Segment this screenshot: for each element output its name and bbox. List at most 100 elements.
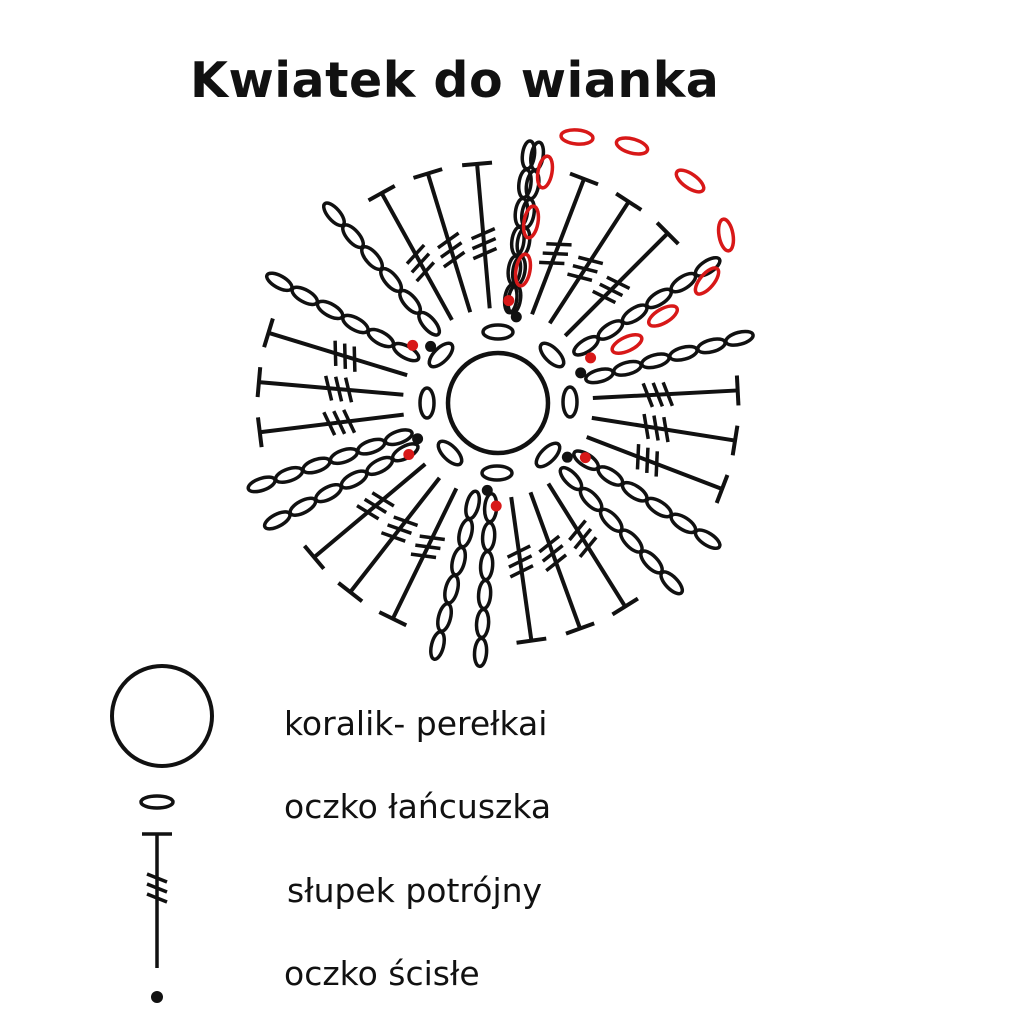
- chain-oval-icon: [480, 520, 497, 553]
- chain-oval-icon: [612, 359, 643, 377]
- treble-stitch-hash: [545, 553, 568, 572]
- slip-stitch-dot-icon: [561, 451, 573, 463]
- treble-stitch-hash: [393, 515, 419, 528]
- treble-stitch-hash: [333, 340, 338, 366]
- red-chain-oval-icon: [716, 217, 736, 253]
- chain-oval-icon: [341, 313, 370, 335]
- treble-stitch-hash: [356, 504, 380, 521]
- treble-stitch-stem: [390, 487, 459, 620]
- chain-oval-icon: [693, 255, 722, 278]
- treble-stitch-top-bar: [337, 581, 364, 603]
- treble-stitch-hash: [324, 375, 334, 401]
- diagram-title: Kwiatek do wianka: [190, 52, 720, 109]
- treble-stitch-stem: [509, 496, 534, 641]
- chain-oval-icon: [457, 517, 475, 549]
- treble-stitch-hash: [635, 444, 641, 470]
- chain-oval-icon: [443, 573, 461, 605]
- legend-treble-hash: [146, 882, 168, 894]
- chain-oval-icon: [366, 327, 396, 349]
- chain-oval-icon: [246, 475, 277, 494]
- chain-oval-icon: [262, 510, 292, 531]
- treble-stitch-top-bar: [412, 167, 443, 180]
- ring-chain-oval-icon: [561, 385, 579, 419]
- treble-stitch-stem: [585, 435, 723, 491]
- treble-stitch-top-bar: [302, 544, 326, 571]
- treble-stitch-hash: [577, 255, 604, 266]
- treble-stitch-hash: [436, 231, 460, 250]
- treble-stitch-top-bar: [734, 375, 741, 406]
- chain-oval-icon: [693, 528, 722, 551]
- chain-oval-icon: [265, 271, 294, 293]
- chain-oval-icon: [724, 329, 755, 347]
- red-slip-stitch-dot-icon: [407, 339, 419, 351]
- ring-chain-oval-icon: [534, 441, 562, 469]
- legend-chain-icon: [139, 794, 175, 810]
- treble-stitch-hash: [645, 447, 650, 474]
- treble-stitch-hash: [380, 531, 406, 543]
- chain-oval-icon: [464, 489, 482, 521]
- chain-oval-icon: [321, 201, 346, 228]
- chain-oval-icon: [356, 437, 387, 456]
- treble-stitch-hash: [599, 282, 624, 298]
- treble-stitch-hash: [568, 519, 587, 542]
- chain-oval-icon: [668, 344, 699, 362]
- slip-stitch-dot-icon: [510, 311, 522, 323]
- legend-treble-hash: [146, 872, 168, 884]
- treble-stitch-hash: [363, 497, 388, 514]
- legend-bead-icon: [110, 664, 214, 768]
- treble-stitch-stem: [546, 482, 627, 608]
- slip-stitch-dot-icon: [481, 484, 493, 496]
- treble-stitch-hash: [322, 411, 337, 436]
- chain-oval-icon: [288, 496, 318, 517]
- treble-stitch-hash: [641, 382, 655, 408]
- treble-stitch-top-bar: [565, 621, 595, 636]
- red-chain-oval-icon: [674, 168, 706, 194]
- chain-oval-icon: [474, 607, 491, 640]
- red-chain-oval-icon: [513, 252, 533, 288]
- treble-stitch-top-bar: [378, 610, 408, 628]
- chain-oval-icon: [659, 570, 685, 596]
- ring-chain-oval-icon: [538, 341, 566, 369]
- chain-oval-icon: [314, 482, 343, 504]
- red-chain-oval-icon: [610, 332, 644, 356]
- treble-stitch-hash: [542, 251, 569, 256]
- treble-stitch-stem: [475, 163, 492, 309]
- treble-stitch-top-bar: [611, 596, 639, 617]
- treble-stitch-hash: [415, 543, 441, 551]
- treble-stitch-hash: [332, 410, 347, 435]
- treble-stitch-hash: [654, 451, 660, 477]
- treble-stitch-hash: [352, 346, 357, 372]
- treble-stitch-stem: [548, 200, 631, 325]
- treble-stitch-hash: [371, 491, 395, 508]
- treble-stitch-stem: [592, 388, 738, 401]
- chain-oval-icon: [315, 299, 345, 321]
- red-chain-oval-icon: [693, 266, 721, 296]
- treble-stitch-top-bar: [262, 317, 275, 348]
- legend-treble-hash: [146, 892, 168, 904]
- treble-stitch-hash: [572, 263, 598, 274]
- legend-label-slip-stitch: oczko ścisłe: [284, 954, 480, 993]
- red-chain-oval-icon: [559, 128, 595, 146]
- treble-stitch-stem: [267, 330, 408, 378]
- treble-stitch-hash: [472, 246, 498, 261]
- treble-stitch-hash: [578, 536, 598, 559]
- treble-stitch-hash: [567, 272, 593, 283]
- treble-stitch-hash: [342, 343, 348, 369]
- treble-stitch-top-bar: [569, 171, 599, 187]
- treble-stitch-hash: [386, 523, 412, 535]
- red-chain-oval-icon: [614, 136, 650, 156]
- treble-stitch-top-bar: [367, 184, 396, 203]
- ring-chain-oval-icon: [436, 439, 464, 467]
- treble-stitch-hash: [539, 260, 565, 266]
- legend-label-bead: koralik- perełkai: [284, 704, 548, 743]
- ring-chain-oval-icon: [480, 464, 514, 482]
- chain-oval-icon: [301, 456, 332, 475]
- treble-stitch-hash: [333, 376, 344, 402]
- red-slip-stitch-dot-icon: [579, 452, 591, 464]
- chain-oval-icon: [450, 545, 468, 577]
- treble-stitch-top-bar: [655, 221, 680, 246]
- treble-stitch-stem: [528, 491, 582, 630]
- treble-stitch-hash: [541, 544, 564, 563]
- treble-stitch-hash: [439, 241, 463, 259]
